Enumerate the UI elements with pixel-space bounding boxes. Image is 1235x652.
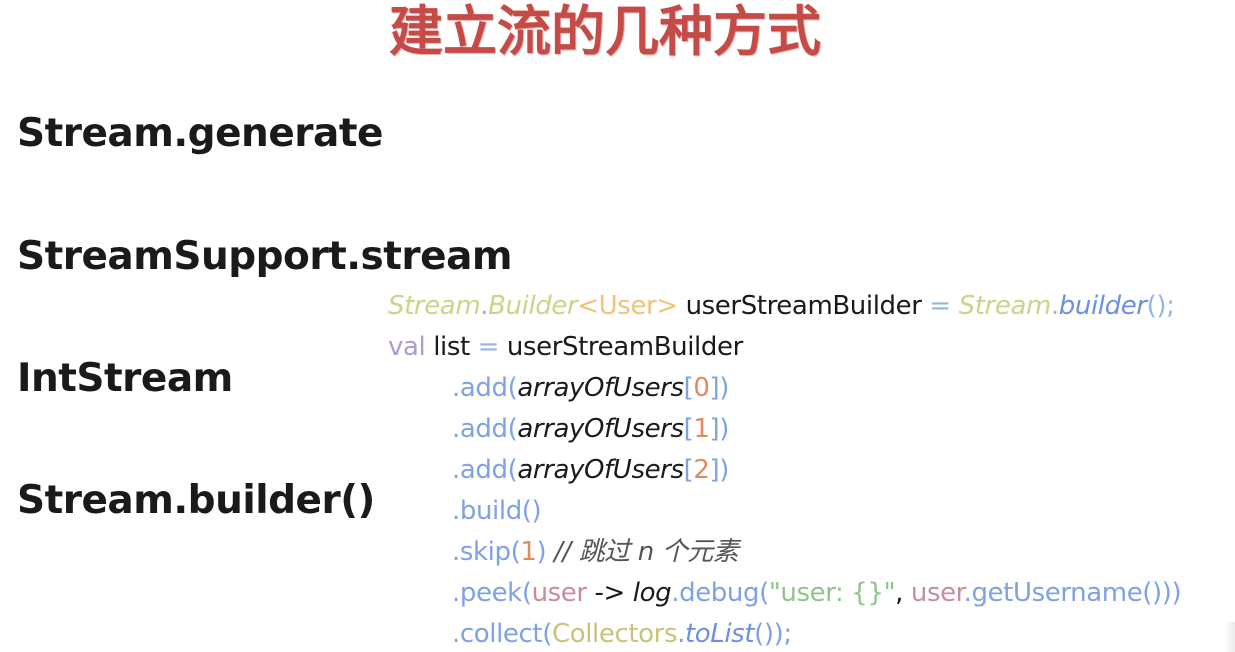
token-stream-ref: Stream (958, 291, 1052, 321)
code-line-add-0: .add(arrayOfUsers[0]) (452, 371, 729, 405)
token-tolist: toList (684, 619, 755, 649)
token-close: ]) (709, 373, 730, 403)
method-stream-builder: Stream.builder() (17, 478, 375, 523)
code-line-add-1: .add(arrayOfUsers[1]) (452, 412, 729, 446)
token-comma: , (895, 578, 911, 608)
token-target: userStreamBuilder (499, 332, 743, 362)
token-arg: arrayOfUsers (517, 414, 684, 444)
code-line-collect: .collect(Collectors.toList()); (452, 617, 792, 651)
token-add: .add( (452, 373, 518, 403)
token-generic: <User> (577, 291, 678, 321)
token-logger: log (632, 578, 672, 608)
token-skip-num: 1 (520, 537, 537, 567)
slide-edge-shadow (1225, 622, 1235, 652)
token-bracket: [ (683, 414, 694, 444)
token-add: .add( (452, 414, 518, 444)
token-close: ) (536, 537, 547, 567)
token-dot: . (480, 291, 489, 321)
token-builder-call: builder (1058, 291, 1147, 321)
token-build: .build() (452, 496, 542, 526)
token-arrow: -> (586, 578, 633, 608)
method-intstream: IntStream (17, 356, 233, 401)
token-index: 2 (693, 455, 710, 485)
token-param-2: user (910, 578, 964, 608)
token-bracket: [ (683, 455, 694, 485)
token-add: .add( (452, 455, 518, 485)
token-comment: // 跳过 n 个元素 (546, 537, 739, 567)
token-peek: .peek( (452, 578, 532, 608)
method-stream-generate: Stream.generate (17, 111, 383, 156)
token-index: 1 (693, 414, 710, 444)
token-dot: . (677, 619, 685, 649)
token-debug: .debug( (671, 578, 769, 608)
code-line-peek: .peek(user -> log.debug("user: {}", user… (452, 576, 1182, 610)
token-type-stream: Stream (388, 291, 481, 321)
token-collectors: Collectors (551, 619, 678, 649)
token-index: 0 (693, 373, 710, 403)
slide-title: 建立流的几种方式 (389, 0, 821, 63)
token-skip: .skip( (452, 537, 521, 567)
token-collect: .collect( (452, 619, 552, 649)
token-tail: (); (1146, 291, 1175, 321)
token-type-builder: Builder (488, 291, 578, 321)
token-getter: .getUsername())) (963, 578, 1182, 608)
token-close: ]) (709, 455, 730, 485)
token-string: "user: {}" (768, 578, 896, 608)
token-var-name: userStreamBuilder (677, 291, 930, 321)
code-line-build: .build() (452, 494, 542, 528)
token-keyword-val: val (388, 332, 426, 362)
code-line-val-list: val list = userStreamBuilder (388, 330, 743, 364)
token-close: ]) (709, 414, 730, 444)
token-assign: = (929, 291, 951, 321)
method-streamsupport-stream: StreamSupport.stream (17, 234, 513, 279)
token-arg: arrayOfUsers (517, 455, 684, 485)
token-tail: ()); (754, 619, 792, 649)
token-var-list: list (425, 332, 478, 362)
token-assign: = (477, 332, 500, 362)
token-dot: . (1050, 291, 1059, 321)
token-bracket: [ (683, 373, 694, 403)
code-line-builder-decl: Stream.Builder<User> userStreamBuilder =… (388, 289, 1175, 323)
token-param: user (531, 578, 588, 608)
code-line-skip: .skip(1) // 跳过 n 个元素 (452, 535, 739, 569)
token-arg: arrayOfUsers (517, 373, 684, 403)
code-line-add-2: .add(arrayOfUsers[2]) (452, 453, 729, 487)
token-space (951, 291, 959, 321)
